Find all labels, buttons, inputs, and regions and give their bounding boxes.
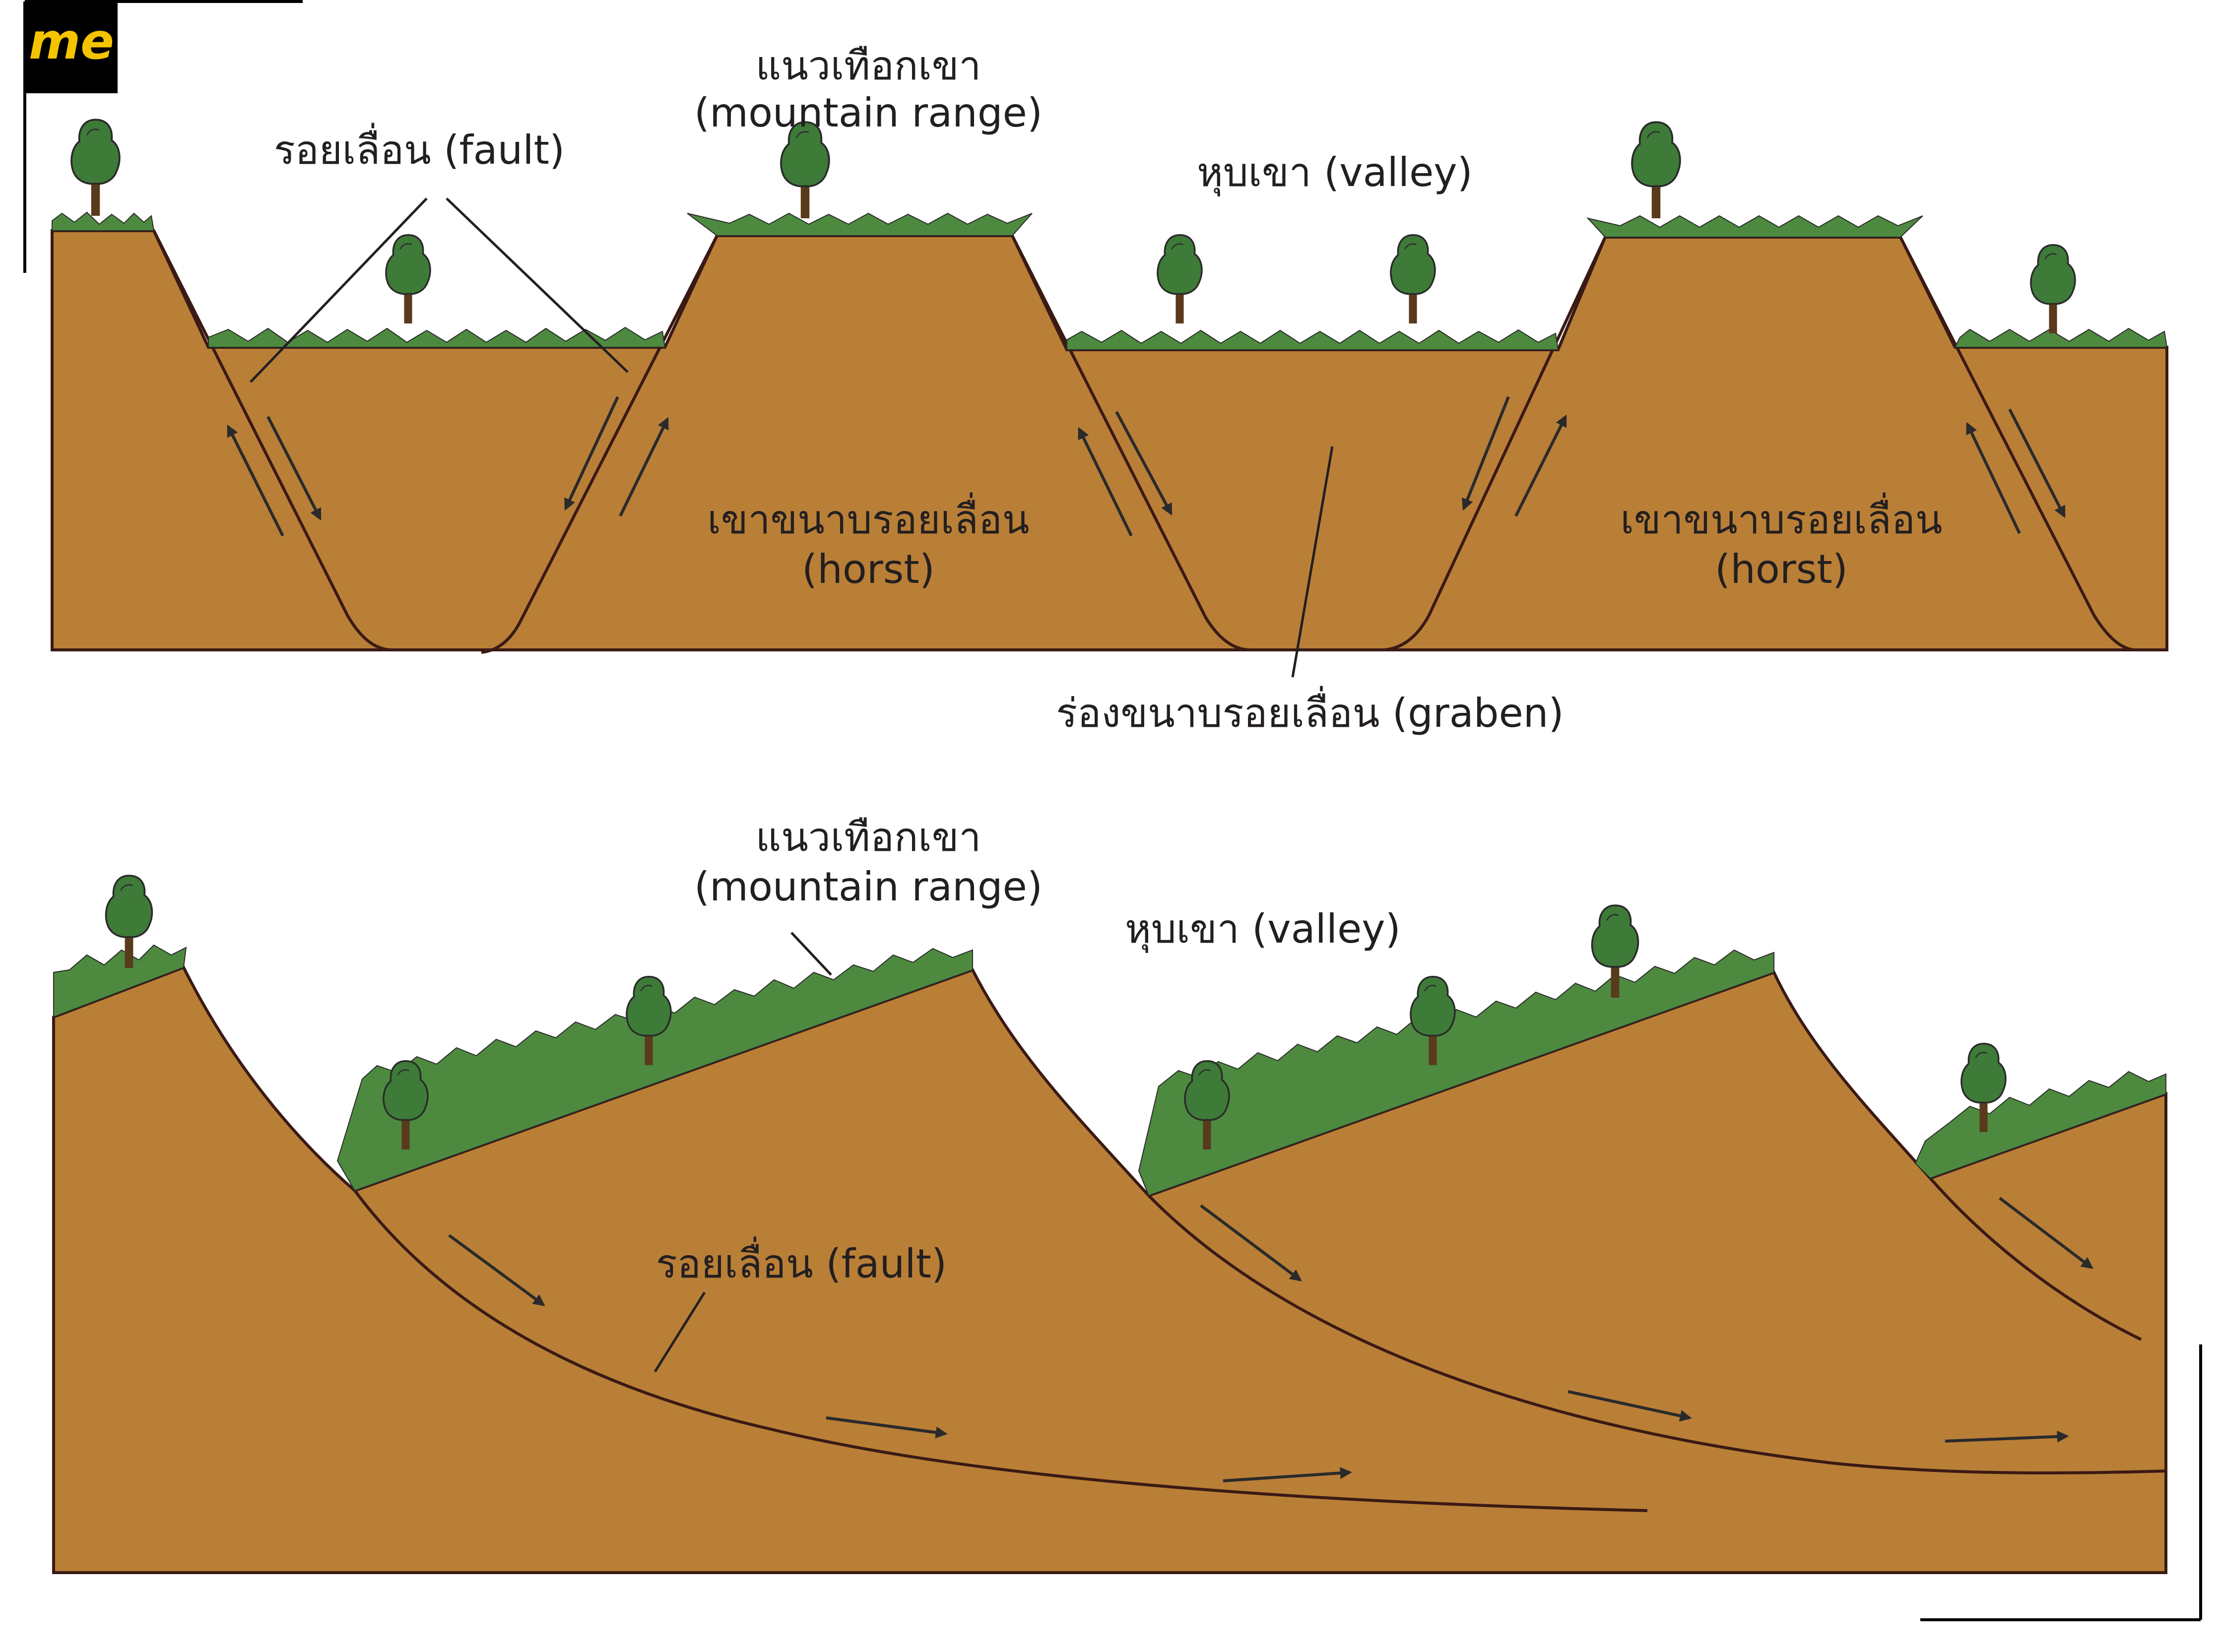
logo: me (26, 1, 118, 93)
top-horst-right-label-line2: (horst) (1715, 546, 1848, 592)
bottom-grass (53, 944, 2166, 1197)
top-mountain-label-line1: แนวเทือกเขา (756, 43, 981, 89)
bottom-fault-lines (353, 1177, 2168, 1512)
top-cross-section: รอยเลื่อน (fault) แนวเทือกเขา (mountain … (51, 43, 2168, 736)
bottom-valley-label: หุบเขา (valley) (1125, 906, 1401, 953)
top-mountain-label-line2: (mountain range) (694, 90, 1043, 136)
top-leader-lines (250, 197, 1334, 678)
top-horst-right-label-line1: เขาขนาบรอยเลื่อน (1620, 493, 1942, 543)
top-horst-left-label-line1: เขาขนาบรอยเลื่อน (707, 493, 1029, 543)
bottom-movement-arrows (448, 1197, 2093, 1482)
top-graben-label: ร่องขนาบรอยเลื่อน (graben) (1056, 686, 1564, 736)
top-fault-label: รอยเลื่อน (fault) (274, 123, 565, 173)
bottom-soil-block (52, 965, 2167, 1574)
top-movement-arrows (227, 396, 2066, 537)
logo-text: me (29, 12, 114, 70)
top-valley-label: หุบเขา (valley) (1197, 149, 1473, 196)
bottom-mountain-label-line1: แนวเทือกเขา (756, 814, 981, 860)
frame-corners (23, 0, 2202, 1621)
top-horst-left-label-line2: (horst) (802, 546, 935, 592)
bottom-fault-label: รอยเลื่อน (fault) (656, 1237, 947, 1287)
top-fault-lines (152, 230, 2134, 654)
top-soil-block (51, 229, 2168, 651)
top-grass (52, 211, 2168, 350)
bottom-leader-lines (653, 932, 832, 1373)
bottom-cross-section: แนวเทือกเขา (mountain range) หุบเขา (val… (52, 814, 2168, 1574)
bottom-mountain-label-line2: (mountain range) (694, 864, 1043, 910)
